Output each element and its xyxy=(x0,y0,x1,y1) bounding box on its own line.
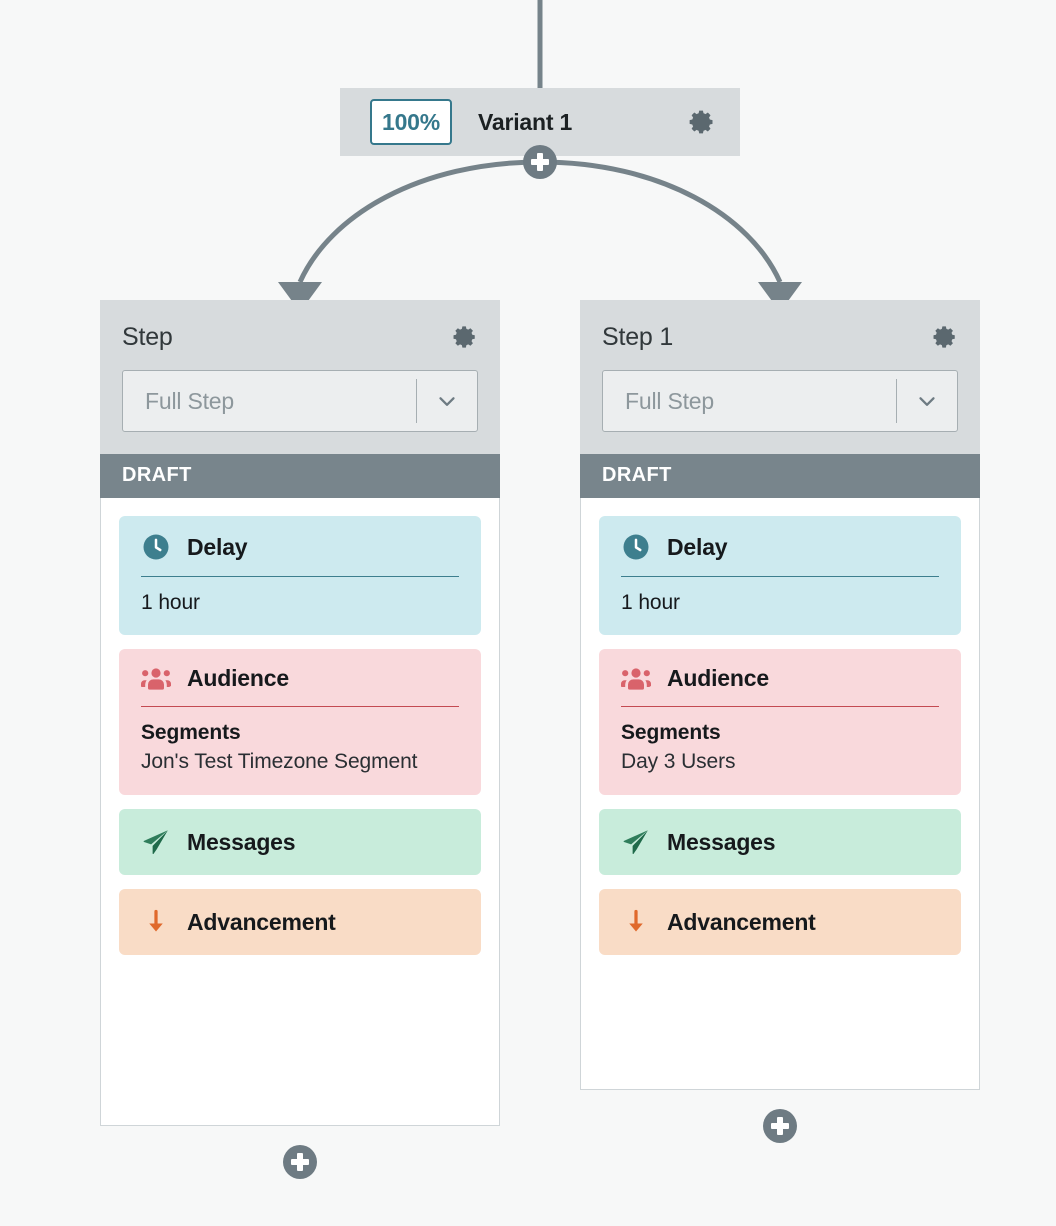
card-header: Messages xyxy=(119,809,481,875)
card-divider xyxy=(621,576,939,577)
step-header: Step 1 Full Step xyxy=(580,300,980,454)
people-group-icon xyxy=(621,667,651,690)
card-divider xyxy=(141,576,459,577)
card-header: Messages xyxy=(599,809,961,875)
segments-value: Day 3 Users xyxy=(621,750,736,773)
card-header: Delay xyxy=(599,516,961,576)
card-body: Segments Day 3 Users xyxy=(599,707,961,795)
advancement-card[interactable]: Advancement xyxy=(119,889,481,956)
variant-settings-button[interactable] xyxy=(688,108,716,136)
variant-title: Variant 1 xyxy=(478,108,573,135)
step-body: Delay 1 hour xyxy=(100,498,500,1126)
advancement-card[interactable]: Advancement xyxy=(599,889,961,956)
segments-label: Segments xyxy=(141,721,241,744)
segments-label: Segments xyxy=(621,721,721,744)
step-type-value: Full Step xyxy=(625,387,714,414)
paper-plane-icon xyxy=(143,830,168,855)
paper-plane-icon xyxy=(623,830,648,855)
card-divider xyxy=(621,706,939,707)
chevron-down-icon xyxy=(439,397,455,406)
card-title: Audience xyxy=(667,665,769,691)
connector-branch-right xyxy=(539,159,783,284)
gear-icon xyxy=(933,326,955,348)
card-title: Audience xyxy=(187,665,289,691)
people-group-icon xyxy=(141,667,171,690)
card-body: 1 hour xyxy=(599,577,961,635)
segments-value: Jon's Test Timezone Segment xyxy=(141,750,418,773)
audience-card[interactable]: Audience Segments Jon's Test Timezone Se… xyxy=(119,649,481,796)
step-settings-button[interactable] xyxy=(452,324,478,350)
gear-icon xyxy=(453,326,475,348)
delay-value: 1 hour xyxy=(141,591,200,614)
delay-card[interactable]: Delay 1 hour xyxy=(599,516,961,635)
card-title: Delay xyxy=(187,533,248,560)
card-header: Delay xyxy=(119,516,481,576)
step-status-badge: DRAFT xyxy=(100,454,500,498)
chevron-down-icon xyxy=(919,397,935,406)
step-title: Step xyxy=(122,322,173,351)
step-body: Delay 1 hour xyxy=(580,498,980,1090)
variant-header[interactable]: 100% Variant 1 xyxy=(340,88,740,156)
gear-icon xyxy=(689,110,713,134)
step-settings-button[interactable] xyxy=(932,324,958,350)
step-type-select[interactable]: Full Step xyxy=(122,370,478,432)
connector-branch-left xyxy=(297,159,541,284)
step-column-1: Step 1 Full Step DRAFT xyxy=(580,300,980,1090)
select-caret[interactable] xyxy=(897,388,957,414)
card-title: Messages xyxy=(667,828,776,855)
card-body: 1 hour xyxy=(119,577,481,635)
card-divider xyxy=(141,706,459,707)
messages-card[interactable]: Messages xyxy=(599,809,961,876)
card-title: Delay xyxy=(667,533,728,560)
card-header: Audience xyxy=(599,649,961,706)
card-title: Messages xyxy=(187,828,296,855)
step-header: Step Full Step xyxy=(100,300,500,454)
arrow-down-icon xyxy=(629,910,643,932)
select-divider xyxy=(416,379,417,423)
card-header: Advancement xyxy=(119,889,481,955)
clock-icon xyxy=(623,534,649,560)
select-caret[interactable] xyxy=(417,388,477,414)
step-column-0: Step Full Step DRAFT xyxy=(100,300,500,1126)
messages-card[interactable]: Messages xyxy=(119,809,481,876)
add-step-after-variant-button[interactable] xyxy=(523,145,557,179)
clock-icon xyxy=(143,534,169,560)
card-body: Segments Jon's Test Timezone Segment xyxy=(119,707,481,795)
arrow-down-icon xyxy=(149,910,163,932)
variant-percentage-badge[interactable]: 100% xyxy=(370,99,452,145)
step-status-badge: DRAFT xyxy=(580,454,980,498)
audience-card[interactable]: Audience Segments Day 3 Users xyxy=(599,649,961,796)
step-type-select[interactable]: Full Step xyxy=(602,370,958,432)
card-header: Advancement xyxy=(599,889,961,955)
add-step-after-step-0-button[interactable] xyxy=(283,1145,317,1179)
delay-value: 1 hour xyxy=(621,591,680,614)
select-divider xyxy=(896,379,897,423)
add-step-after-step-1-button[interactable] xyxy=(763,1109,797,1143)
card-title: Advancement xyxy=(187,908,336,935)
step-title: Step 1 xyxy=(602,322,674,351)
delay-card[interactable]: Delay 1 hour xyxy=(119,516,481,635)
card-header: Audience xyxy=(119,649,481,706)
card-title: Advancement xyxy=(667,908,816,935)
step-type-value: Full Step xyxy=(145,387,234,414)
